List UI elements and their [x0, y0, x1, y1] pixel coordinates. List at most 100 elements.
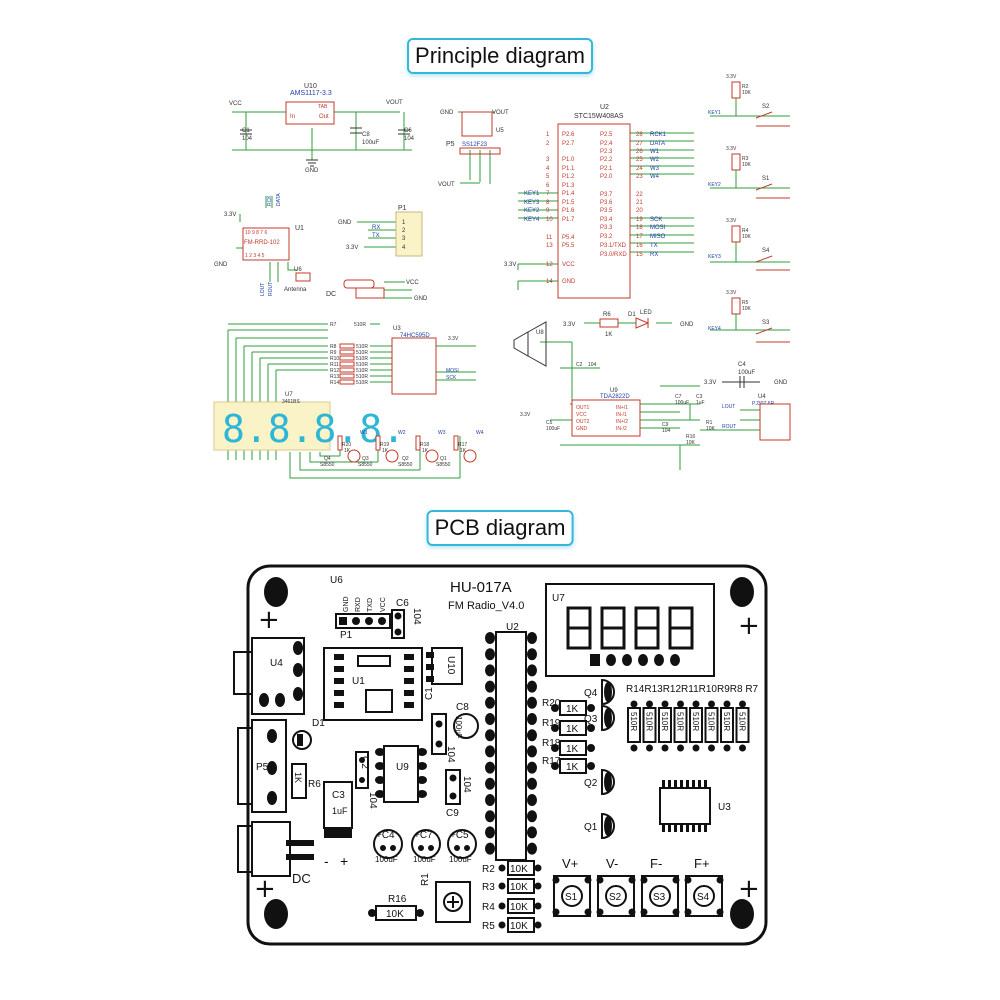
button-cap[interactable] — [561, 885, 583, 907]
shift-row-resistor — [339, 355, 355, 361]
resistor-outline — [559, 720, 587, 736]
u2-pin — [485, 696, 495, 709]
resistor-pad — [661, 700, 669, 708]
shift-row-resistor — [339, 361, 355, 367]
button-pad — [596, 876, 604, 884]
amp-c7v: 100uF — [675, 400, 689, 406]
driver-r-value: 1K — [382, 448, 389, 454]
resistor-value: 510R — [722, 712, 731, 731]
mcu-left-pin-num: 14 — [546, 279, 553, 285]
p1-pin2: 2 — [402, 228, 406, 234]
transistor-ref: Q3 — [584, 714, 598, 725]
button-cap[interactable] — [605, 885, 627, 907]
resistor-pad — [708, 744, 715, 752]
mcu-left-pin: P2.7 — [562, 141, 575, 147]
u3-pad — [692, 824, 695, 832]
amp-3v3: 3.3V — [520, 412, 531, 418]
key-r-ref: R2 — [742, 84, 749, 90]
resistor-outline — [689, 707, 703, 743]
driver-r-value: 1K — [460, 448, 467, 454]
button-pad — [552, 876, 560, 884]
mcu-right-pin-num: 27 — [636, 141, 643, 147]
shift-row-value: 510R — [356, 362, 368, 368]
button-outline[interactable] — [641, 875, 679, 917]
c9-value: 104 — [461, 776, 472, 793]
resistor-ref: R19 — [542, 718, 561, 729]
resistor-pad — [587, 704, 595, 712]
resistor-outline — [559, 740, 587, 756]
mcu-left-pin-num: 9 — [546, 208, 550, 214]
principle-diagram-title: Principle diagram — [407, 38, 593, 74]
shift-row-resistor — [339, 343, 355, 349]
mcu-left-pin-num: 12 — [546, 262, 553, 268]
fm-rout-net: ROUT — [268, 282, 274, 296]
p1-ref: P1 — [340, 630, 353, 641]
mcu-right-net: DATA — [650, 141, 665, 147]
p1-3v3: 3.3V — [346, 245, 358, 251]
button-outline[interactable] — [597, 875, 635, 917]
mcu-right-net: TX — [650, 243, 658, 249]
mcu-right-net: W2 — [650, 157, 660, 163]
button-pad — [596, 908, 604, 916]
amp-r16v: 10K — [686, 440, 696, 446]
led-3v3: 3.3V — [563, 322, 575, 328]
mcu-right-pin-num: 17 — [636, 234, 643, 240]
resistor-value: 10K — [510, 882, 528, 893]
resistor-outline — [559, 700, 587, 716]
mcu-right-pin: P2.4 — [600, 141, 613, 147]
button-outline[interactable] — [685, 875, 723, 917]
key-3v3: 3.3V — [726, 74, 737, 80]
u7-digit — [668, 606, 694, 650]
mcu-right-pin-num: 26 — [636, 149, 643, 155]
key-r-ref: R4 — [742, 228, 749, 234]
key-r-value: 10K — [742, 234, 752, 240]
plus-top-left: + — [258, 605, 280, 635]
button-cap[interactable] — [649, 885, 671, 907]
u5-vout2: VOUT — [438, 182, 455, 188]
u2-pin — [485, 810, 495, 823]
driver-resistor — [415, 435, 421, 451]
fm-pins-bot: 1 2 3 4 5 — [245, 253, 265, 259]
r6-value: 1K — [605, 332, 612, 338]
mcu-right-pin-num: 18 — [636, 225, 643, 231]
driver-type: S8550 — [358, 462, 373, 468]
key-net: KEY1 — [708, 110, 721, 116]
c6-ref: C6 — [396, 598, 409, 609]
u6-pin-labels: GND RXD TXD VCC — [343, 596, 387, 612]
u3-pad — [680, 780, 683, 788]
mcu-left-pin: P2.6 — [562, 132, 575, 138]
button-cap[interactable] — [693, 885, 715, 907]
u9-in2n: IN-/2 — [616, 426, 627, 432]
plus-bottom-left: + — [254, 874, 276, 904]
button-sw-ref: S4 — [697, 892, 710, 903]
mcu-left-net: KEY1 — [524, 191, 540, 197]
driver-net: W2 — [398, 430, 406, 436]
amp-lout: LOUT — [722, 404, 735, 410]
u3-ref: U3 — [718, 802, 731, 813]
u3-pad — [686, 824, 689, 832]
button-outline[interactable] — [553, 875, 591, 917]
resistor-value: 10K — [510, 864, 528, 875]
mcu-right-pin-num: 28 — [636, 132, 643, 138]
cap-pad — [428, 845, 434, 851]
mcu-left-pin: P1.3 — [562, 183, 575, 189]
resistor-ref: R2 — [482, 864, 495, 875]
schematic-diagram: U10 AMS1117-3.3 In Out TAB VCC VOUT GND … — [213, 74, 791, 479]
key-r-ref: R3 — [742, 156, 749, 162]
switch-u5: GND VOUT U5 P5 SS12F23 VOUT — [438, 110, 509, 188]
electrolytic-cap — [411, 829, 441, 859]
u6-gnd: GND — [343, 596, 350, 612]
u9-in1p: IN+/1 — [616, 405, 628, 411]
cap-ref: +C5 — [450, 830, 469, 841]
cap-pad — [380, 845, 386, 851]
shift-row-resistor — [339, 367, 355, 373]
u3-pad — [686, 780, 689, 788]
u3-ref: U3 — [393, 326, 401, 332]
resistor-ref: R3 — [482, 882, 495, 893]
electrolytic-cap — [373, 829, 403, 859]
button-pad — [552, 908, 560, 916]
resistor-pad — [661, 744, 669, 752]
key-3v3: 3.3V — [726, 290, 737, 296]
mcu-left-pin-num: 3 — [546, 157, 550, 163]
u7-digit — [634, 606, 660, 650]
